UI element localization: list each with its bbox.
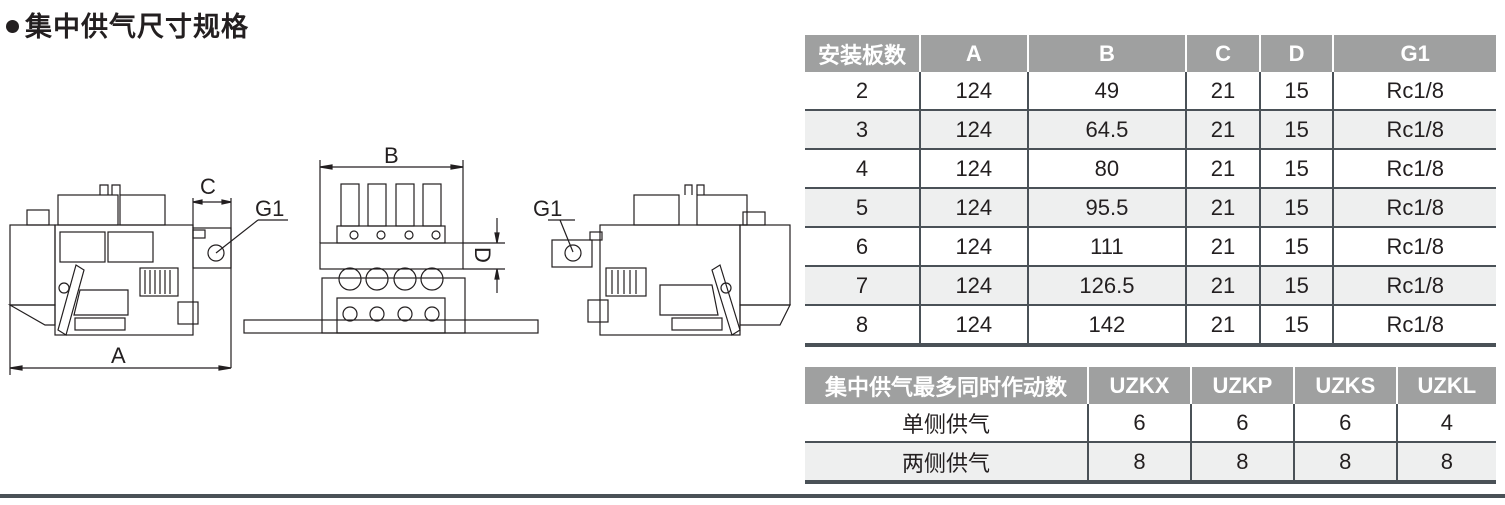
cell-c: 21 — [1185, 72, 1260, 111]
table-row: 7 124 126.5 21 15 Rc1/8 — [805, 266, 1496, 306]
header-uzkx: UZKX — [1087, 367, 1191, 404]
cell-supply-mode: 两侧供气 — [805, 442, 1088, 484]
cell-uzkp: 6 — [1189, 404, 1294, 443]
header-uzkp: UZKP — [1189, 367, 1294, 404]
cell-uzkx: 8 — [1087, 442, 1191, 484]
cell-a: 124 — [919, 149, 1028, 189]
header-max-simultaneous: 集中供气最多同时作动数 — [805, 367, 1088, 404]
table-row: 6 124 111 21 15 Rc1/8 — [805, 227, 1496, 267]
cell-c: 21 — [1185, 149, 1260, 189]
dimension-label-d: D — [469, 247, 495, 263]
cell-mount-count: 4 — [805, 149, 920, 189]
cell-mount-count: 6 — [805, 227, 920, 267]
table-row: 8 124 142 21 15 Rc1/8 — [805, 305, 1496, 347]
technical-drawing-svg — [7, 160, 791, 375]
bottom-divider — [0, 494, 1505, 498]
cell-uzkl: 8 — [1395, 442, 1496, 484]
dimension-drawings: C G1 A B D G1 — [0, 130, 800, 390]
header-uzks: UZKS — [1292, 367, 1397, 404]
header-c: C — [1185, 35, 1260, 72]
dimension-label-a: A — [111, 343, 126, 368]
cell-b: 95.5 — [1026, 188, 1187, 228]
cell-uzkl: 4 — [1395, 404, 1496, 443]
cell-c: 21 — [1185, 266, 1260, 306]
cell-a: 124 — [919, 227, 1028, 267]
cell-c: 21 — [1185, 227, 1260, 267]
cell-b: 111 — [1026, 227, 1187, 267]
dimension-label-c: C — [200, 174, 216, 199]
dimension-table-header-row: 安装板数 A B C D G1 — [805, 35, 1496, 72]
section-title: 集中供气尺寸规格 — [6, 4, 249, 44]
table-row: 两侧供气 8 8 8 8 — [805, 442, 1496, 484]
cell-a: 124 — [919, 266, 1028, 306]
cell-c: 21 — [1185, 188, 1260, 228]
cell-mount-count: 5 — [805, 188, 920, 228]
cell-a: 124 — [919, 110, 1028, 150]
left-side-view-drawing — [7, 184, 288, 375]
table-row: 2 124 49 21 15 Rc1/8 — [805, 72, 1496, 111]
cell-uzkp: 8 — [1189, 442, 1294, 484]
cell-a: 124 — [919, 188, 1028, 228]
simultaneous-operation-table: 集中供气最多同时作动数 UZKX UZKP UZKS UZKL 单侧供气 6 6… — [805, 367, 1496, 484]
right-side-view-drawing — [548, 184, 791, 336]
cell-g1: Rc1/8 — [1332, 149, 1496, 189]
table-row: 单侧供气 6 6 6 4 — [805, 404, 1496, 443]
cell-d: 15 — [1258, 72, 1334, 111]
cell-b: 142 — [1026, 305, 1187, 347]
header-b: B — [1026, 35, 1187, 72]
cell-mount-count: 2 — [805, 72, 920, 111]
header-uzkl: UZKL — [1395, 367, 1496, 404]
cell-b: 49 — [1026, 72, 1187, 111]
cell-d: 15 — [1258, 110, 1334, 150]
cell-d: 15 — [1258, 188, 1334, 228]
cell-uzks: 6 — [1292, 404, 1397, 443]
dimension-label-b: B — [384, 143, 399, 168]
header-mount-count: 安装板数 — [805, 35, 920, 72]
front-view-drawing — [243, 160, 539, 334]
cell-g1: Rc1/8 — [1332, 266, 1496, 306]
cell-mount-count: 8 — [805, 305, 920, 347]
cell-d: 15 — [1258, 227, 1334, 267]
cell-c: 21 — [1185, 305, 1260, 347]
dimension-table: 安装板数 A B C D G1 2 124 49 21 15 Rc1/8 3 1… — [805, 35, 1496, 347]
cell-mount-count: 7 — [805, 266, 920, 306]
cell-b: 126.5 — [1026, 266, 1187, 306]
header-g1: G1 — [1332, 35, 1496, 72]
cell-g1: Rc1/8 — [1332, 305, 1496, 347]
cell-supply-mode: 单侧供气 — [805, 404, 1088, 443]
cell-g1: Rc1/8 — [1332, 72, 1496, 111]
section-title-text: 集中供气尺寸规格 — [25, 11, 249, 43]
cell-g1: Rc1/8 — [1332, 188, 1496, 228]
dimension-label-g1-right: G1 — [533, 196, 563, 221]
bullet-dot-icon — [6, 19, 19, 33]
cell-c: 21 — [1185, 110, 1260, 150]
cell-d: 15 — [1258, 305, 1334, 347]
cell-g1: Rc1/8 — [1332, 110, 1496, 150]
table-row: 4 124 80 21 15 Rc1/8 — [805, 149, 1496, 189]
cell-b: 80 — [1026, 149, 1187, 189]
table-row: 5 124 95.5 21 15 Rc1/8 — [805, 188, 1496, 228]
cell-uzks: 8 — [1292, 442, 1397, 484]
dimension-label-g1-left: G1 — [255, 196, 285, 221]
header-a: A — [919, 35, 1028, 72]
cell-mount-count: 3 — [805, 110, 920, 150]
header-d: D — [1258, 35, 1334, 72]
cell-b: 64.5 — [1026, 110, 1187, 150]
cell-a: 124 — [919, 305, 1028, 347]
cell-uzkx: 6 — [1087, 404, 1191, 443]
table-row: 3 124 64.5 21 15 Rc1/8 — [805, 110, 1496, 150]
cell-d: 15 — [1258, 149, 1334, 189]
cell-g1: Rc1/8 — [1332, 227, 1496, 267]
simultaneous-table-header-row: 集中供气最多同时作动数 UZKX UZKP UZKS UZKL — [805, 367, 1496, 404]
cell-a: 124 — [919, 72, 1028, 111]
cell-d: 15 — [1258, 266, 1334, 306]
